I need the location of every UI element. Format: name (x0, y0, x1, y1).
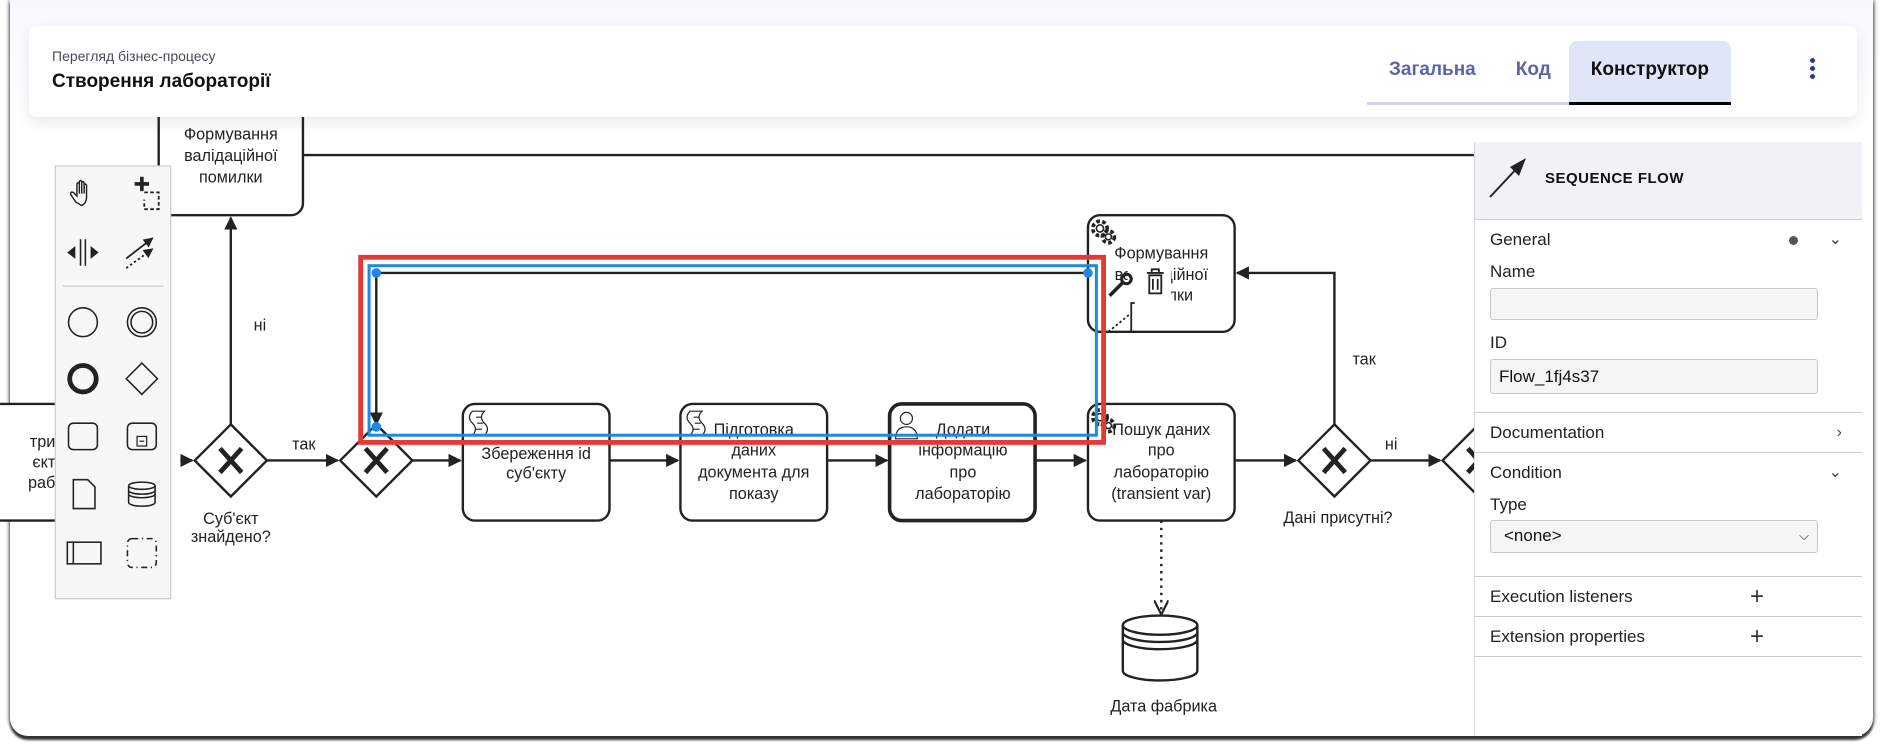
waypoint-handle (1083, 268, 1093, 278)
data-store-icon[interactable] (127, 481, 156, 507)
task-validation-error-top[interactable]: Формування валідаційної помилки (157, 94, 305, 217)
kebab-menu-icon[interactable] (1807, 56, 1817, 86)
subprocess-icon[interactable] (126, 422, 158, 451)
waypoint-handle (371, 421, 382, 432)
extension-properties-section[interactable]: Extension properties + (1475, 617, 1862, 657)
name-label: Name (1490, 262, 1536, 281)
global-connect-icon[interactable] (125, 237, 154, 269)
svg-text:документа для: документа для (698, 463, 809, 481)
tab-general[interactable]: Загальна (1389, 59, 1476, 80)
svg-text:лабораторію: лабораторію (1114, 463, 1210, 481)
chevron-right-icon[interactable]: › (1836, 424, 1842, 441)
properties-header: SEQUENCE FLOW (1475, 142, 1862, 220)
tab-code[interactable]: Код (1515, 59, 1551, 80)
type-select-value: <none> (1504, 526, 1562, 545)
data-store[interactable]: Дата фабрика (1110, 614, 1218, 716)
task-add-lab-info[interactable]: Додати інформацію про лабораторію (887, 402, 1037, 523)
svg-text:даних: даних (731, 442, 776, 460)
connect-icon[interactable] (1107, 302, 1135, 333)
svg-text:знайдено?: знайдено? (191, 528, 271, 546)
task-prepare-document[interactable]: Підготовка даних документа для показу (679, 402, 829, 522)
type-label: Type (1490, 495, 1527, 514)
palette (54, 165, 172, 600)
svg-text:єкт: єкт (32, 454, 56, 472)
lasso-tool-icon[interactable] (134, 176, 160, 211)
tab-bar: Загальна Код Конструктор (1367, 41, 1732, 105)
chevron-down-icon[interactable]: ⌄ (1828, 231, 1842, 248)
page-title: Створення лабораторії (52, 71, 271, 92)
hand-tool-icon[interactable] (69, 179, 88, 207)
condition-section: Condition ⌄ Type <none> ⌵ (1475, 453, 1862, 577)
gateway-data-present[interactable]: Дані присутні? (1283, 422, 1393, 527)
svg-text:Суб'єкт: Суб'єкт (203, 510, 259, 528)
changed-dot-icon (1789, 236, 1798, 245)
intermediate-event-icon[interactable] (126, 307, 158, 338)
svg-text:Пошук даних: Пошук даних (1112, 421, 1210, 439)
svg-text:Дані присутні?: Дані присутні? (1283, 509, 1392, 527)
extension-properties-label: Extension properties (1490, 627, 1645, 646)
condition-header[interactable]: Condition ⌄ (1475, 453, 1862, 492)
start-event-icon[interactable] (67, 307, 99, 338)
execution-listeners-label: Execution listeners (1490, 587, 1633, 606)
documentation-section[interactable]: Documentation › (1475, 413, 1862, 453)
execution-listeners-section[interactable]: Execution listeners + (1475, 577, 1862, 617)
end-event-icon[interactable] (67, 363, 99, 395)
id-input[interactable]: Flow_1fj4s37 (1490, 359, 1818, 394)
gateway-subject-found[interactable]: Суб'єкт знайдено? (191, 422, 271, 546)
svg-text:про: про (950, 463, 977, 481)
wrench-icon[interactable] (1108, 272, 1133, 298)
flow-label-no: ні (254, 317, 267, 335)
trash-icon[interactable] (1146, 268, 1164, 295)
name-input[interactable] (1490, 288, 1818, 320)
svg-text:Збереження id: Збереження id (481, 445, 590, 463)
tab-constructor[interactable]: Конструктор (1568, 41, 1732, 105)
add-icon[interactable]: + (1750, 583, 1765, 610)
add-icon[interactable]: + (1750, 623, 1765, 650)
svg-text:суб'єкту: суб'єкту (506, 464, 567, 482)
documentation-label: Documentation (1490, 423, 1605, 442)
svg-text:показу: показу (729, 485, 779, 503)
id-label: ID (1490, 333, 1507, 352)
svg-text:три: три (30, 433, 56, 451)
flow-label-no-2: ні (1385, 436, 1398, 454)
element-type: SEQUENCE FLOW (1545, 170, 1685, 187)
data-object-icon[interactable] (72, 478, 96, 510)
chevron-down-icon: ⌵ (1799, 528, 1809, 543)
pool-icon[interactable] (66, 541, 102, 565)
general-header[interactable]: General ⌄ (1475, 220, 1862, 259)
general-label: General (1490, 230, 1551, 249)
type-select[interactable]: <none> ⌵ (1490, 520, 1818, 553)
selected-sequence-flow[interactable] (358, 254, 1106, 445)
task-icon[interactable] (67, 422, 99, 451)
svg-text:Формування: Формування (184, 125, 278, 143)
sequence-flow-icon (1489, 158, 1526, 198)
condition-label: Condition (1490, 463, 1562, 482)
svg-text:Дата фабрика: Дата фабрика (1110, 698, 1218, 716)
task-search-lab-data[interactable]: Пошук даних про лабораторію (transient v… (1086, 402, 1236, 522)
svg-text:про: про (1148, 442, 1175, 460)
svg-text:(transient var): (transient var) (1111, 485, 1211, 503)
svg-text:інформацію: інформацію (918, 442, 1007, 460)
breadcrumb: Перегляд бізнес-процесу (52, 48, 216, 64)
properties-panel: SEQUENCE FLOW General ⌄ Name ID Flow_1fj4… (1474, 142, 1862, 736)
context-pad[interactable] (1107, 264, 1171, 333)
chevron-down-icon[interactable]: ⌄ (1828, 464, 1842, 481)
gateway-icon[interactable] (125, 361, 159, 396)
group-icon[interactable] (126, 537, 158, 569)
svg-text:раб: раб (28, 474, 55, 492)
general-section: General ⌄ Name ID Flow_1fj4s37 (1475, 220, 1862, 413)
sequence-flows[interactable] (180, 153, 1474, 613)
task-save-subject-id[interactable]: Збереження id суб'єкту (461, 402, 611, 522)
svg-text:помилки: помилки (199, 169, 263, 187)
gear-icon (1090, 219, 1117, 245)
svg-text:Формування: Формування (1114, 244, 1208, 262)
flow-label-yes-2: так (1352, 350, 1376, 368)
waypoint-handle (371, 268, 382, 278)
svg-text:лабораторію: лабораторію (915, 485, 1011, 503)
space-tool-icon[interactable] (67, 239, 99, 266)
page-header: Перегляд бізнес-процесу Створення лабора… (29, 26, 1857, 117)
svg-text:валідаційної: валідаційної (184, 147, 278, 165)
flow-label-yes: так (292, 436, 316, 454)
